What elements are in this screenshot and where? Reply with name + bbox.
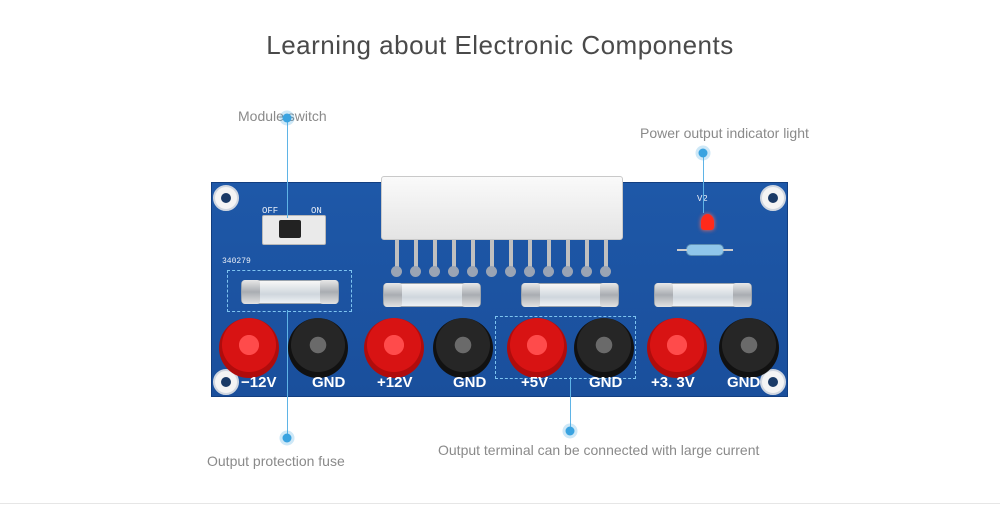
connector-pin — [585, 240, 589, 270]
voltage-label: GND — [727, 374, 761, 391]
callout-dot-switch — [282, 113, 292, 123]
voltage-label: +12V — [377, 374, 413, 391]
connector-pin — [509, 240, 513, 270]
connector-pin — [452, 240, 456, 270]
module-switch[interactable] — [262, 215, 326, 245]
label-fuse: Output protection fuse — [207, 453, 345, 469]
part-code: 340279 — [222, 257, 251, 266]
terminal-highlight — [495, 316, 636, 379]
solder-pad — [543, 266, 554, 277]
leader-line-switch — [287, 118, 288, 218]
voltage-label: −12V — [241, 374, 277, 391]
label-terminal: Output terminal can be connected with la… — [438, 442, 760, 458]
connector-pin — [490, 240, 494, 270]
fuse-highlight — [227, 270, 352, 312]
solder-pad — [600, 266, 611, 277]
voltage-label: GND — [312, 374, 346, 391]
voltage-label: GND — [453, 374, 487, 391]
solder-pad — [448, 266, 459, 277]
switch-on-label: ON — [311, 206, 322, 216]
pcb-board: OFF ON 340279 V2 −12V GND +12V GND +5V G… — [211, 176, 788, 397]
connector-pin — [604, 240, 608, 270]
mount-hole — [213, 185, 239, 211]
solder-pad — [581, 266, 592, 277]
solder-pad — [467, 266, 478, 277]
switch-knob[interactable] — [279, 220, 301, 238]
switch-off-label: OFF — [262, 206, 279, 216]
terminal-red[interactable] — [219, 318, 279, 378]
voltage-label: +5V — [521, 374, 549, 391]
terminal-black[interactable] — [288, 318, 348, 378]
callout-dot-terminal — [565, 426, 575, 436]
terminal-black[interactable] — [433, 318, 493, 378]
page-title: Learning about Electronic Components — [266, 30, 734, 60]
voltage-label: +3. 3V — [651, 374, 695, 391]
solder-pad — [391, 266, 402, 277]
terminal-black[interactable] — [719, 318, 779, 378]
led-ref: V2 — [697, 194, 708, 204]
fuse — [521, 283, 619, 307]
solder-pad — [524, 266, 535, 277]
atx-connector — [381, 176, 623, 240]
connector-pin — [471, 240, 475, 270]
indicator-led — [701, 214, 714, 230]
connector-pin — [547, 240, 551, 270]
connector-pins — [387, 240, 617, 280]
terminal-black[interactable] — [574, 318, 634, 378]
connector-pin — [433, 240, 437, 270]
callout-dot-led — [698, 148, 708, 158]
solder-pad — [505, 266, 516, 277]
connector-pin — [414, 240, 418, 270]
leader-line-fuse — [287, 310, 288, 438]
fuse — [241, 280, 339, 304]
fuse — [383, 283, 481, 307]
solder-pad — [562, 266, 573, 277]
callout-dot-fuse — [282, 433, 292, 443]
terminal-red[interactable] — [647, 318, 707, 378]
terminal-red[interactable] — [507, 318, 567, 378]
leader-line-led — [703, 153, 704, 213]
solder-pad — [429, 266, 440, 277]
solder-pad — [410, 266, 421, 277]
leader-line-terminal — [570, 377, 571, 431]
connector-pin — [528, 240, 532, 270]
connector-pin — [566, 240, 570, 270]
label-module-switch: Module switch — [238, 108, 327, 124]
fuse — [654, 283, 752, 307]
resistor — [677, 244, 733, 256]
label-indicator-light: Power output indicator light — [640, 125, 809, 141]
bottom-divider — [0, 503, 1000, 504]
mount-hole — [760, 185, 786, 211]
voltage-label: GND — [589, 374, 623, 391]
connector-pin — [395, 240, 399, 270]
solder-pad — [486, 266, 497, 277]
terminal-red[interactable] — [364, 318, 424, 378]
